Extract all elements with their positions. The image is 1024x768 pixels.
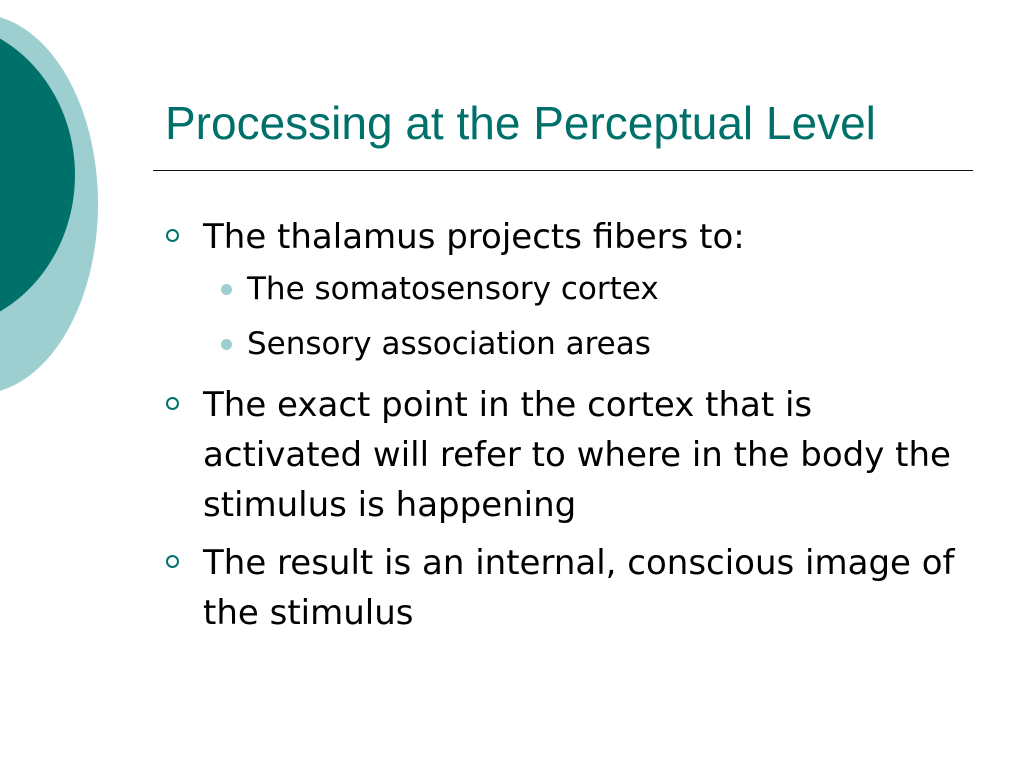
sub-bullet-item: The somatosensory cortex	[160, 262, 980, 317]
slide-body: The thalamus projects fibers to: The som…	[160, 212, 980, 646]
sub-bullet-text: Sensory association areas	[247, 326, 651, 362]
hollow-circle-bullet-icon	[166, 397, 179, 410]
bullet-text: The exact point in the cortex that is ac…	[203, 385, 951, 525]
hollow-circle-bullet-icon	[166, 555, 179, 568]
bullet-item: The thalamus projects fibers to: The som…	[160, 212, 980, 372]
sub-bullet-item: Sensory association areas	[160, 317, 980, 372]
bullet-text: The result is an internal, conscious ima…	[203, 543, 955, 633]
sub-bullet-list: The somatosensory cortex Sensory associa…	[160, 262, 980, 372]
bullet-text: The thalamus projects fibers to:	[203, 217, 745, 257]
title-divider	[153, 170, 973, 171]
slide-title: Processing at the Perceptual Level	[165, 97, 876, 149]
bullet-item: The result is an internal, conscious ima…	[160, 538, 980, 638]
sub-bullet-text: The somatosensory cortex	[247, 271, 659, 307]
hollow-circle-bullet-icon	[166, 229, 179, 242]
filled-circle-bullet-icon	[221, 339, 232, 350]
bullet-item: The exact point in the cortex that is ac…	[160, 380, 980, 530]
filled-circle-bullet-icon	[221, 284, 232, 295]
